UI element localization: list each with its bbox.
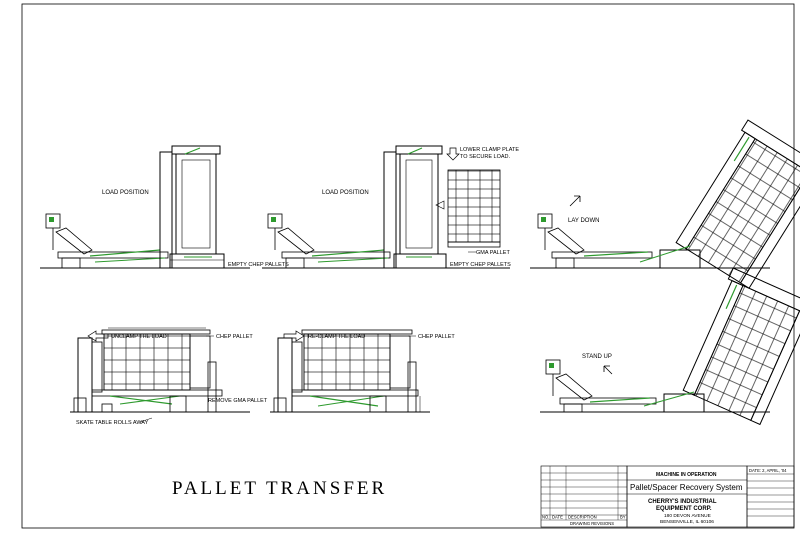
rev-no-header: NO.: [542, 515, 549, 520]
skate-table: [57, 251, 169, 259]
caption-load-position: LOAD POSITION: [102, 190, 149, 196]
tilted-load: [685, 138, 800, 284]
title-block: NO. DATE DESCRIPTION BY DRAWING REVISION…: [540, 465, 795, 528]
note-reclamp-load: RE-CLAMP THE LOAD: [308, 334, 365, 340]
panel-load-position-2: LOWER CLAMP PLATE TO SECURE LOAD. GMA PA…: [262, 145, 519, 269]
note-remove-gma-pallet: REMOVE GMA PALLET: [208, 398, 268, 404]
note-chep-pallet-2: CHEP PALLET: [418, 334, 455, 340]
panel-unclamp: UNCLAMP THE LOAD CHEP PALLET REMOVE GMA …: [70, 327, 268, 426]
panel-lay-down: LAY DOWN: [530, 119, 800, 289]
company-city: BENSENVILLE, IL 60106: [660, 519, 714, 525]
sheet-border: [21, 3, 795, 529]
company-line-1: CHERRY'S INDUSTRIAL: [648, 499, 717, 505]
machine-in-operation: MACHINE IN OPERATION: [656, 472, 717, 478]
rev-title: DRAWING REVISIONS: [570, 521, 614, 526]
gma-pallet: [447, 241, 501, 248]
drawing-date: DATE: 2, APRIL, '04: [749, 468, 787, 473]
panel-load-position-1: LOAD POSITION EMPTY CHEP PALLETS: [40, 145, 289, 269]
note-lower-clamp-line2: TO SECURE LOAD.: [460, 154, 510, 160]
right-arrow-icon: [283, 330, 305, 342]
note-empty-chep-pallets-2: EMPTY CHEP PALLETS: [450, 262, 511, 268]
panel-stand-up: STAND UP: [540, 267, 800, 426]
drawing-title: PALLET TRANSFER: [172, 478, 387, 499]
horizontal-load-2: [303, 333, 391, 391]
company-street: 180 DEVON AVENUE: [664, 513, 711, 519]
note-empty-chep-pallets: EMPTY CHEP PALLETS: [228, 262, 289, 268]
company-line-2: EQUIPMENT CORP.: [656, 506, 712, 512]
tilted-load-2: [693, 284, 800, 421]
panel-reclamp: RE-CLAMP THE LOAD CHEP PALLET: [270, 329, 455, 413]
note-skate-table: SKATE TABLE ROLLS AWAY: [76, 420, 149, 426]
left-arrow-icon: [87, 330, 109, 342]
rev-desc-header: DESCRIPTION: [568, 515, 597, 520]
down-arrow-icon: [446, 147, 460, 161]
note-lower-clamp-line1: LOWER CLAMP PLATE: [460, 147, 519, 153]
stacked-load: [447, 169, 501, 243]
system-name: Pallet/Spacer Recovery System: [630, 483, 743, 492]
rev-by-header: BY: [620, 515, 626, 520]
pointer-arrow-icon: [435, 200, 445, 210]
note-gma-pallet: GMA PALLET: [476, 250, 510, 256]
caption-load-position-2: LOAD POSITION: [322, 190, 369, 196]
tilt-arrow-icon: [569, 195, 581, 207]
horizontal-load: [103, 333, 191, 391]
caption-lay-down: LAY DOWN: [568, 218, 599, 224]
tower-column: [159, 151, 173, 269]
rev-date-header: DATE: [552, 515, 563, 520]
caption-stand-up: STAND UP: [582, 354, 612, 360]
note-unclamp-load: UNCLAMP THE LOAD: [111, 334, 167, 340]
raise-arrow-icon: [603, 365, 613, 375]
note-chep-pallet: CHEP PALLET: [216, 334, 253, 340]
